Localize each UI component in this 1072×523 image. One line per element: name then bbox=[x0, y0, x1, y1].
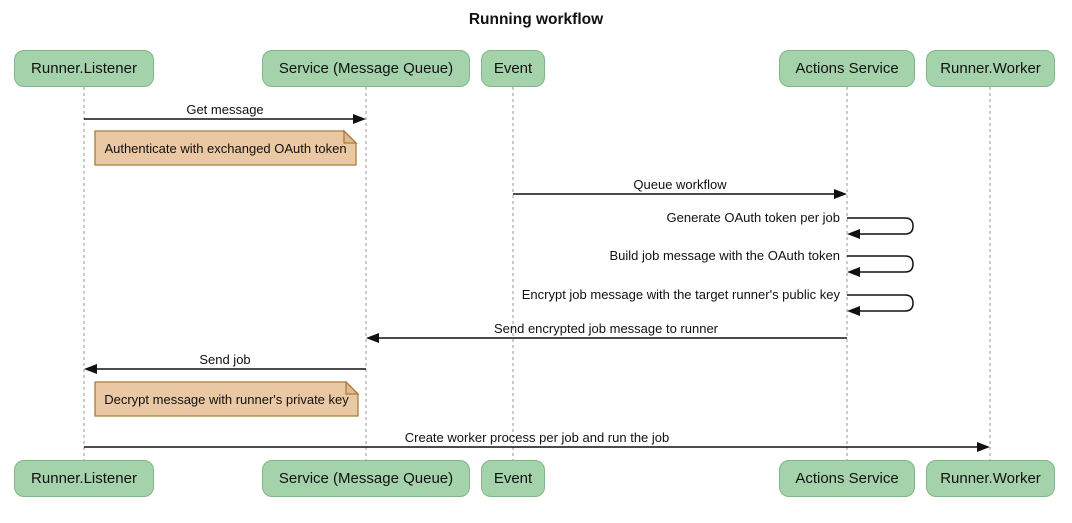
actor-top-event: Event bbox=[481, 50, 545, 87]
actor-bottom-event: Event bbox=[481, 460, 545, 497]
note-authenticate-oauth-token: Authenticate with exchanged OAuth token bbox=[104, 140, 347, 156]
note-fold-corner-icon bbox=[345, 380, 360, 395]
message-label-queue-workflow: Queue workflow bbox=[633, 177, 727, 192]
self-loop-path bbox=[847, 255, 914, 273]
arrow-send-job bbox=[84, 364, 366, 374]
arrow-get-message bbox=[84, 114, 366, 124]
arrowhead-right-icon bbox=[834, 189, 847, 199]
arrowhead-left-icon bbox=[847, 229, 860, 239]
arrow-send-encrypted-job-message bbox=[366, 333, 847, 343]
message-label-generate-oauth-token: Generate OAuth token per job bbox=[666, 210, 840, 225]
actor-top-runner-listener: Runner.Listener bbox=[14, 50, 154, 87]
actor-bottom-runner-worker: Runner.Worker bbox=[926, 460, 1055, 497]
arrowhead-right-icon bbox=[353, 114, 366, 124]
arrowhead-left-icon bbox=[847, 306, 860, 316]
arrowhead-left-icon bbox=[366, 333, 379, 343]
arrowhead-left-icon bbox=[847, 267, 860, 277]
arrowhead-left-icon bbox=[84, 364, 97, 374]
note-shape-decrypt bbox=[94, 380, 360, 417]
note-fold-corner-icon bbox=[343, 129, 358, 144]
note-shape-authenticate bbox=[94, 129, 358, 166]
message-label-send-job: Send job bbox=[199, 352, 251, 367]
actor-bottom-service-message-queue: Service (Message Queue) bbox=[262, 460, 470, 497]
actor-top-actions-service: Actions Service bbox=[779, 50, 915, 87]
message-label-create-worker-process: Create worker process per job and run th… bbox=[404, 430, 670, 445]
message-label-encrypt-job-message: Encrypt job message with the target runn… bbox=[521, 287, 840, 302]
self-loop-generate-oauth-token bbox=[847, 217, 914, 239]
message-label-build-job-message: Build job message with the OAuth token bbox=[609, 248, 840, 263]
self-loop-encrypt-job-message bbox=[847, 294, 914, 316]
self-loop-path bbox=[847, 294, 914, 312]
self-loop-build-job-message bbox=[847, 255, 914, 277]
note-decrypt-message: Decrypt message with runner's private ke… bbox=[104, 391, 349, 407]
self-loop-path bbox=[847, 217, 914, 235]
actor-bottom-runner-listener: Runner.Listener bbox=[14, 460, 154, 497]
actor-top-service-message-queue: Service (Message Queue) bbox=[262, 50, 470, 87]
actor-top-runner-worker: Runner.Worker bbox=[926, 50, 1055, 87]
diagram-title: Running workflow bbox=[468, 11, 604, 28]
message-label-get-message: Get message bbox=[186, 102, 264, 117]
actor-bottom-actions-service: Actions Service bbox=[779, 460, 915, 497]
arrow-create-worker-process bbox=[84, 442, 990, 452]
message-label-send-encrypted-job-message: Send encrypted job message to runner bbox=[493, 321, 719, 336]
arrow-queue-workflow bbox=[513, 189, 847, 199]
arrowhead-right-icon bbox=[977, 442, 990, 452]
note-body bbox=[94, 130, 357, 166]
note-body bbox=[94, 381, 359, 417]
